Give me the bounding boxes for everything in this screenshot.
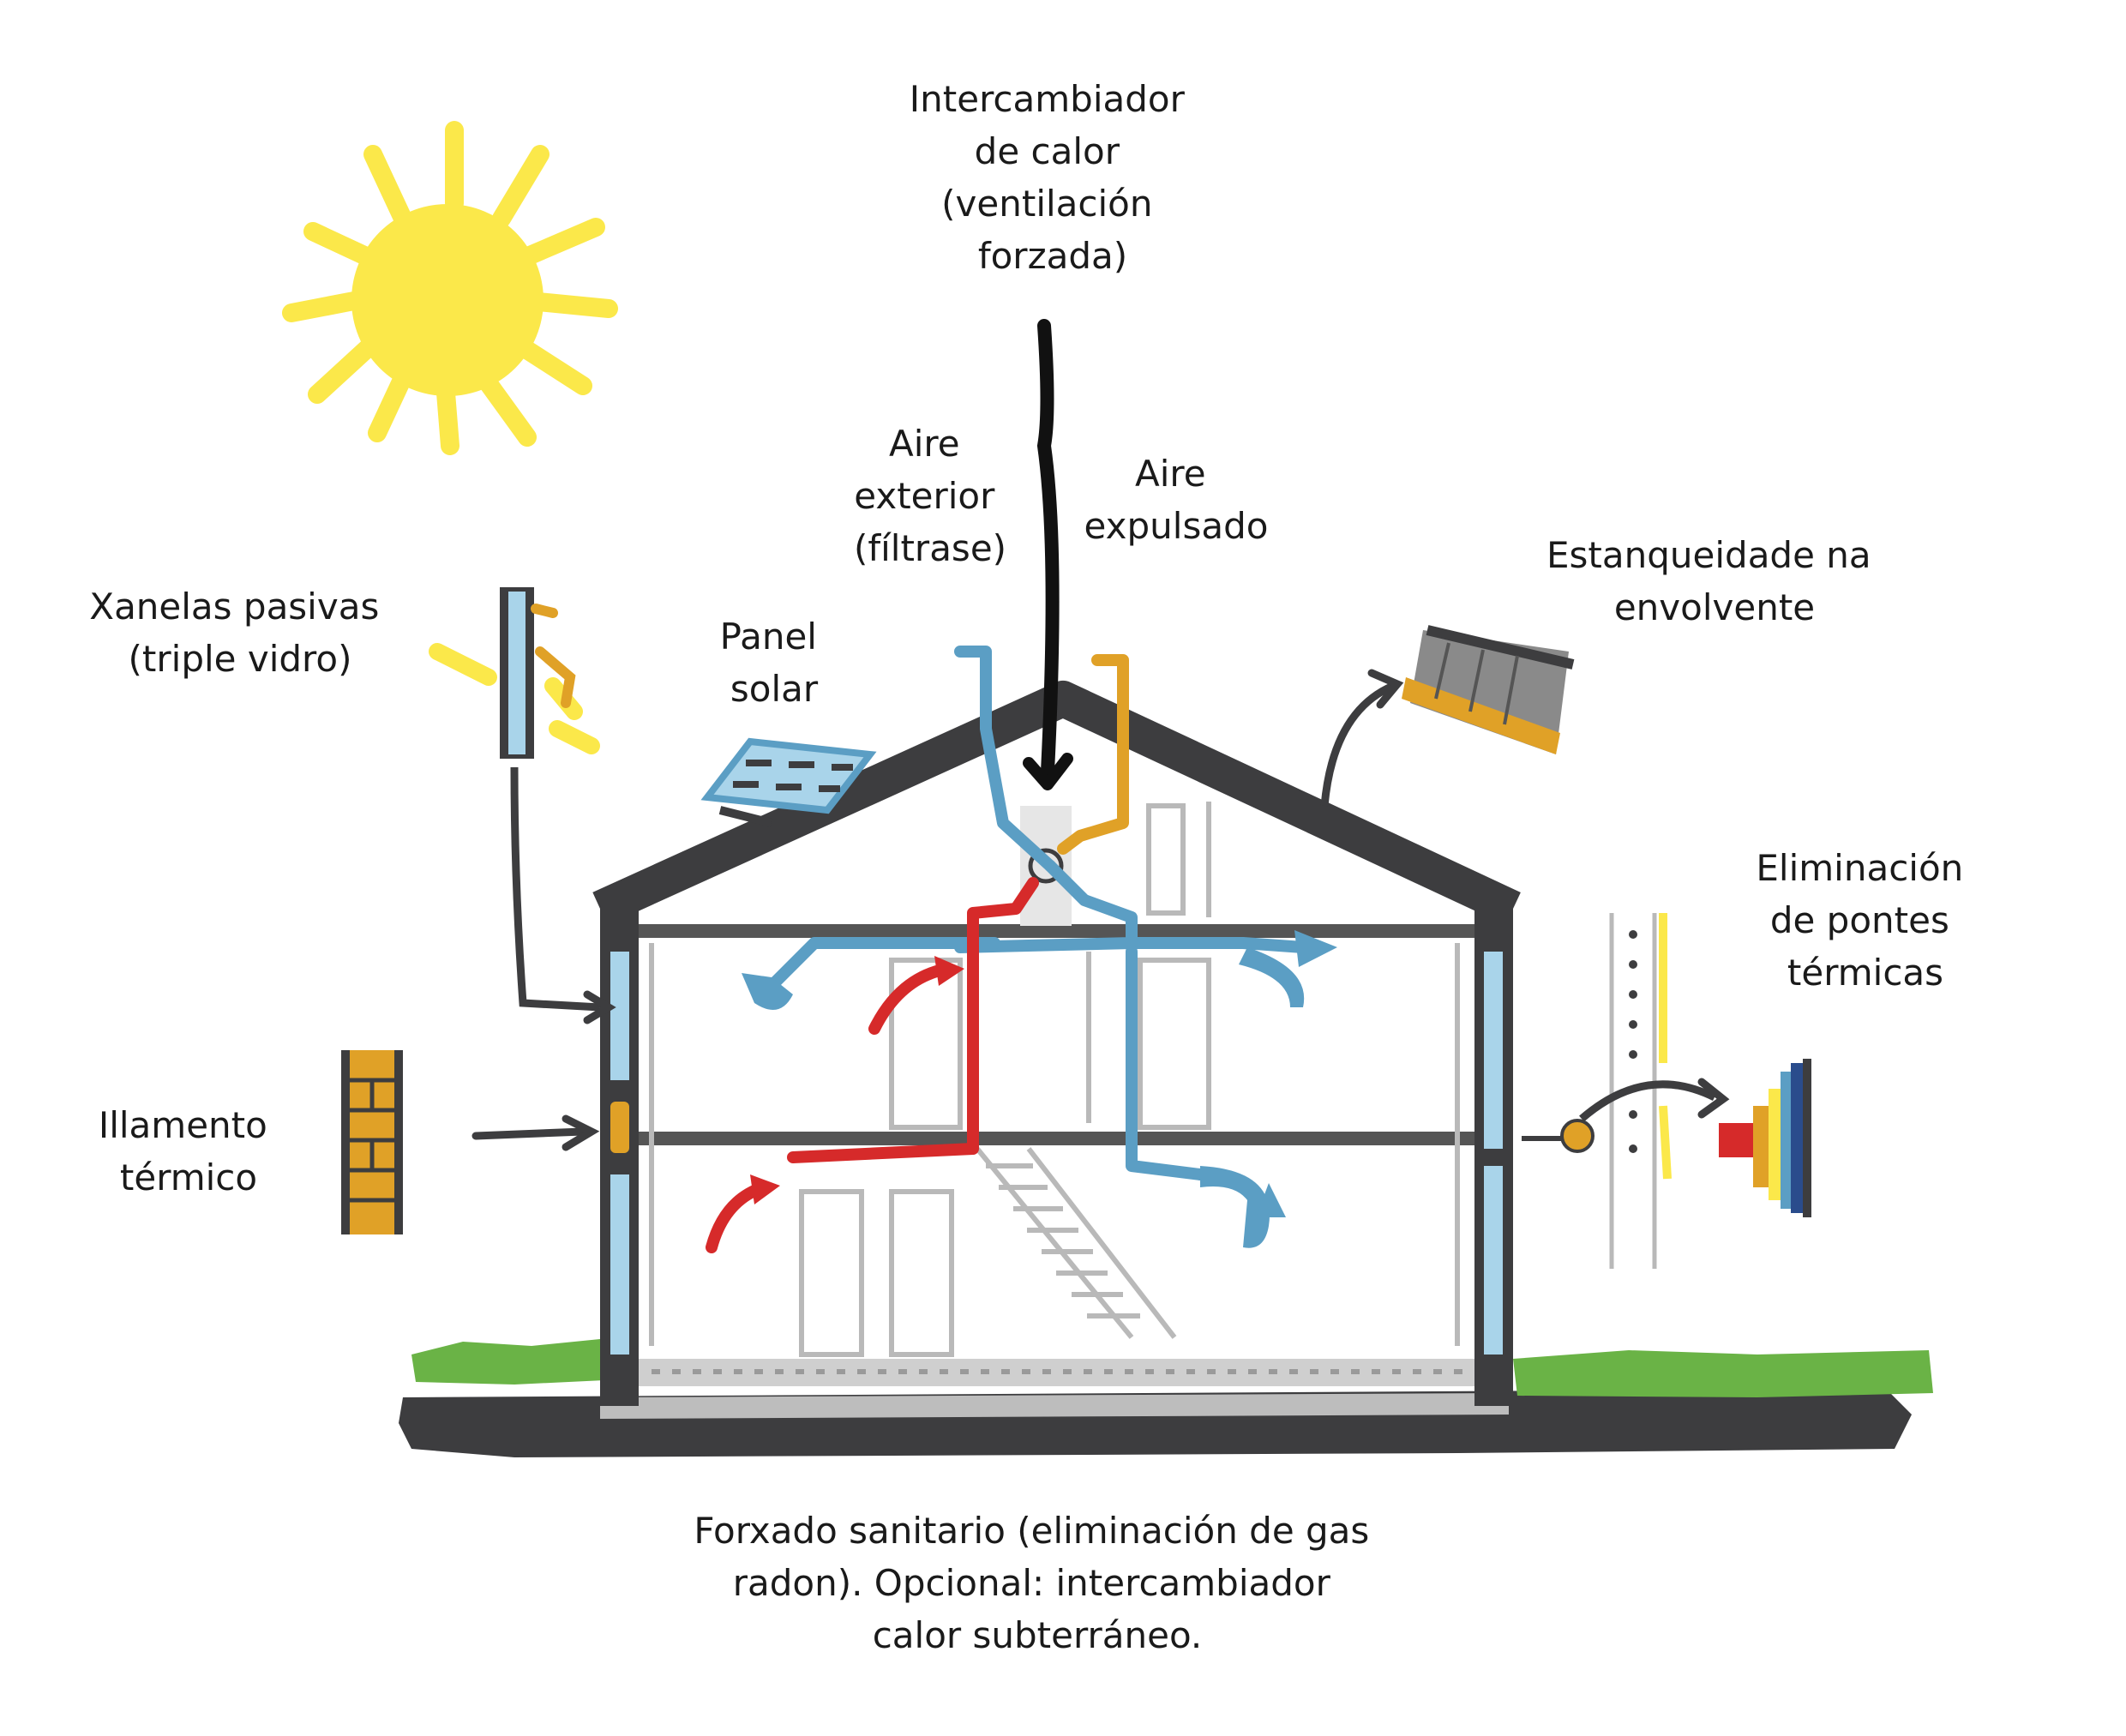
thermal-bridges-label-line: Eliminación bbox=[1756, 847, 1963, 889]
warm-air-arrows bbox=[706, 956, 964, 1253]
heat-exchanger-arrow bbox=[1023, 319, 1073, 790]
heat-exchanger-label: Intercambiador de calor (ventilación for… bbox=[910, 78, 1196, 277]
heat-exchanger-label-line: de calor bbox=[975, 130, 1120, 172]
sanitary-slab-label: Forxado sanitario (eliminación de gas ra… bbox=[694, 1510, 1380, 1656]
heat-exchanger-label-line: Intercambiador bbox=[910, 78, 1186, 120]
airtightness-label: Estanqueidade na envolvente bbox=[1546, 534, 1883, 628]
airtightness-icon bbox=[1320, 625, 1575, 807]
staircase bbox=[975, 1147, 1177, 1339]
ground bbox=[399, 1389, 1912, 1457]
insulation-label: Illamento térmico bbox=[99, 1104, 279, 1198]
insulation-icon bbox=[341, 1050, 600, 1234]
exhaust-air-label-line: expulsado bbox=[1084, 505, 1269, 547]
outside-air-label-line: (fíltrase) bbox=[854, 527, 1006, 569]
passive-windows-label-line: Xanelas pasivas bbox=[89, 586, 379, 628]
passive-window-icon bbox=[429, 587, 616, 1024]
sun-icon bbox=[282, 121, 618, 455]
passive-windows-label-line: (triple vidro) bbox=[129, 638, 352, 680]
heat-exchanger-label-line: forzada) bbox=[978, 235, 1127, 277]
insulation-label-line: Illamento bbox=[99, 1104, 267, 1146]
thermal-bridges-label-line: de pontes bbox=[1770, 899, 1949, 941]
fresh-air-arrows bbox=[742, 930, 1337, 1248]
grass-right bbox=[1513, 1350, 1933, 1397]
thermal-bridges-label-line: térmicas bbox=[1787, 952, 1943, 994]
insulation-label-line: térmico bbox=[120, 1156, 257, 1198]
warm-air-duct bbox=[787, 877, 1039, 1163]
airtightness-label-line: envolvente bbox=[1614, 586, 1815, 628]
grass-left bbox=[411, 1339, 604, 1385]
thermal-bridges-label: Eliminación de pontes térmicas bbox=[1756, 847, 1974, 994]
airtightness-label-line: Estanqueidade na bbox=[1546, 534, 1871, 576]
sanitary-slab-label-line: calor subterráneo. bbox=[873, 1614, 1203, 1656]
passive-windows-label: Xanelas pasivas (triple vidro) bbox=[89, 586, 390, 680]
solar-panel-label-line: solar bbox=[730, 668, 819, 710]
sanitary-slab-label-line: Forxado sanitario (eliminación de gas bbox=[694, 1510, 1369, 1552]
heat-exchanger-label-line: (ventilación bbox=[941, 183, 1152, 225]
sanitary-slab-label-line: radon). Opcional: intercambiador bbox=[733, 1562, 1331, 1604]
outside-air-label-line: Aire bbox=[889, 423, 960, 465]
outside-air-label-line: exterior bbox=[854, 475, 995, 517]
exhaust-air-label-line: Aire bbox=[1135, 453, 1206, 495]
thermal-bridge-icon bbox=[1522, 913, 1811, 1269]
exhaust-air-label: Aire expulsado bbox=[1084, 453, 1269, 547]
solar-panel-label-line: Panel bbox=[720, 616, 817, 658]
outside-air-label: Aire exterior (fíltrase) bbox=[854, 423, 1006, 569]
exhaust-air-duct bbox=[1057, 654, 1129, 855]
solar-panel-icon bbox=[700, 737, 877, 827]
house bbox=[592, 681, 1521, 1406]
solar-panel-label: Panel solar bbox=[720, 616, 829, 710]
fresh-air-duct bbox=[766, 646, 1309, 1180]
